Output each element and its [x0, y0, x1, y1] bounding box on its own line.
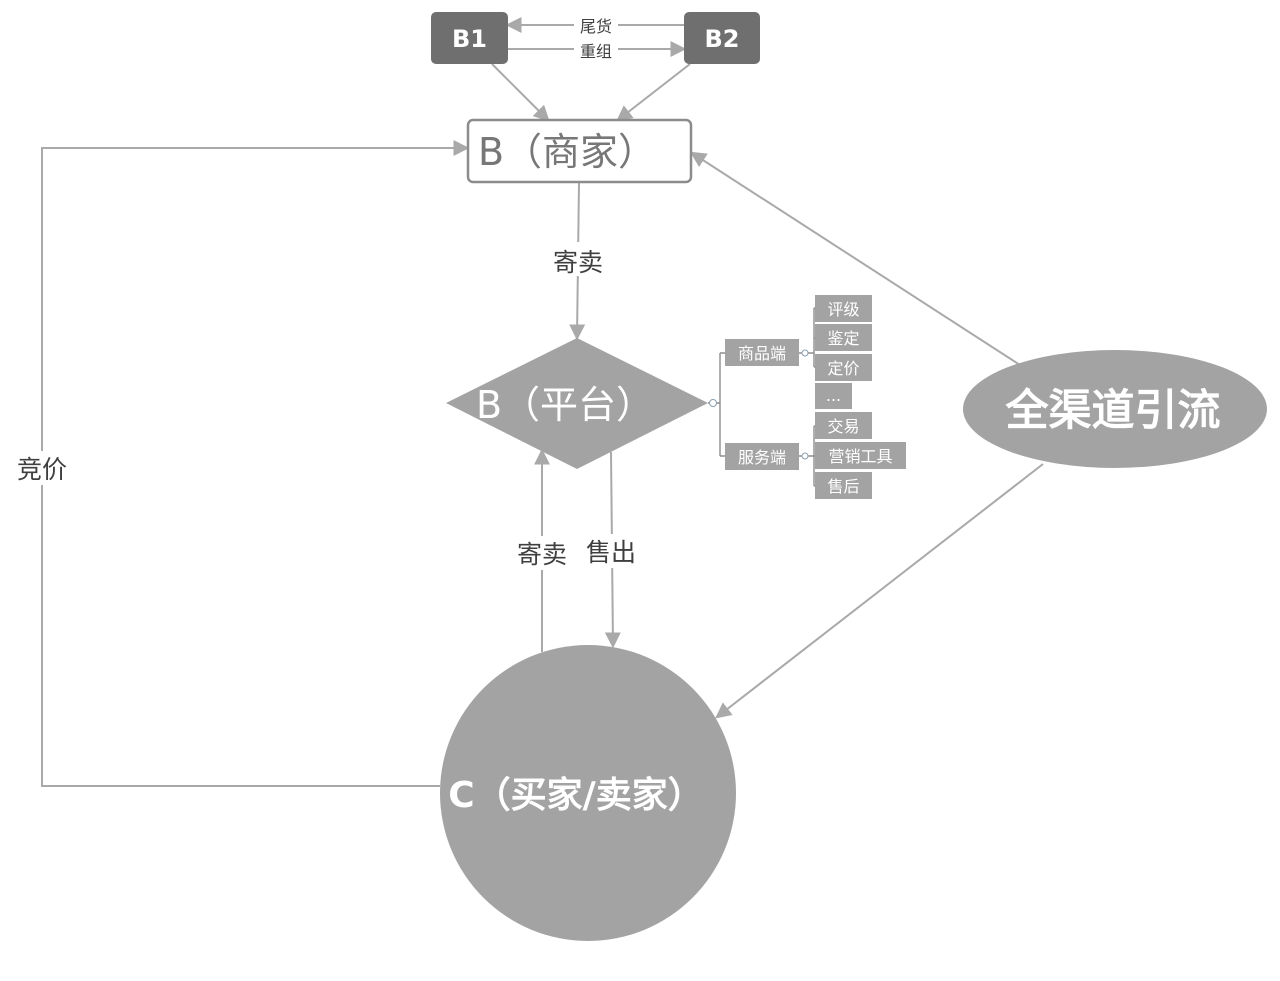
platform-mindmap: 商品端 服务端 评级 鉴定 定价 ... 交易 营销工具 — [708, 295, 906, 499]
after-sales-item-label: 售后 — [827, 477, 859, 496]
pricing-item-box: 定价 — [815, 354, 872, 381]
merchant-label: B（商家） — [478, 130, 656, 174]
b1-label: B1 — [452, 25, 487, 53]
ellipsis-item-box: ... — [815, 383, 852, 409]
traffic-to-merchant-arrow — [689, 151, 1021, 366]
mindmap-root-connector-icon — [709, 399, 717, 407]
b1-to-merchant-arrow — [491, 63, 550, 122]
appraisal-item-label: 鉴定 — [827, 329, 859, 348]
traffic-label: 全渠道引流 — [1005, 386, 1221, 436]
tail-goods-label-background — [574, 14, 618, 38]
service-group-box: 服务端 — [725, 443, 799, 470]
mindmap-goods-connector — [799, 307, 815, 368]
service-group-label: 服务端 — [738, 448, 786, 467]
merchant-node: B（商家） — [466, 118, 693, 184]
b1-node: B1 — [431, 12, 508, 64]
platform-node: B（平台） — [446, 338, 708, 469]
reorganize-label: 重组 — [580, 42, 612, 61]
goods-group-label: 商品端 — [738, 344, 786, 363]
trade-item-box: 交易 — [815, 412, 872, 439]
rating-item-label: 评级 — [827, 300, 859, 319]
customer-node: C（买家/卖家） — [440, 645, 736, 941]
after-sales-item-box: 售后 — [815, 472, 872, 499]
b2-node: B2 — [684, 12, 760, 64]
ellipsis-item-label: ... — [826, 386, 841, 405]
traffic-to-customer-arrow — [715, 463, 1044, 719]
b-transfer-labels: 尾货 重组 — [574, 14, 618, 63]
merchant-consign-label-background — [549, 242, 607, 276]
pricing-item-label: 定价 — [827, 359, 859, 378]
sell-out-label: 售出 — [586, 538, 636, 567]
customer-consign-label-background — [513, 536, 571, 570]
tail-goods-label: 尾货 — [580, 17, 612, 36]
bid-label: 竞价 — [17, 455, 67, 484]
customer-consign-label: 寄卖 — [517, 540, 567, 569]
merchant-consign-label: 寄卖 — [553, 248, 603, 277]
customer-label: C（买家/卖家） — [448, 775, 704, 816]
marketing-item-box: 营销工具 — [815, 442, 906, 469]
rating-item-box: 评级 — [815, 295, 872, 322]
trade-item-label: 交易 — [827, 417, 859, 436]
b2-label: B2 — [705, 25, 740, 53]
appraisal-item-box: 鉴定 — [815, 324, 872, 351]
goods-group-box: 商品端 — [725, 339, 799, 366]
customer-to-merchant-bid-arrow — [41, 140, 470, 787]
platform-label: B（平台） — [476, 383, 654, 427]
traffic-node: 全渠道引流 — [963, 350, 1267, 468]
b2-to-merchant-arrow — [616, 63, 691, 122]
reorganize-label-background — [574, 39, 618, 63]
mindmap-service-connector-icon — [801, 452, 809, 460]
marketing-item-label: 营销工具 — [828, 447, 892, 466]
mindmap-goods-connector-icon — [801, 349, 809, 357]
flow-labels: 寄卖 寄卖 售出 竞价 — [13, 242, 640, 570]
sell-out-label-background — [582, 534, 640, 568]
bid-label-background — [13, 451, 71, 485]
